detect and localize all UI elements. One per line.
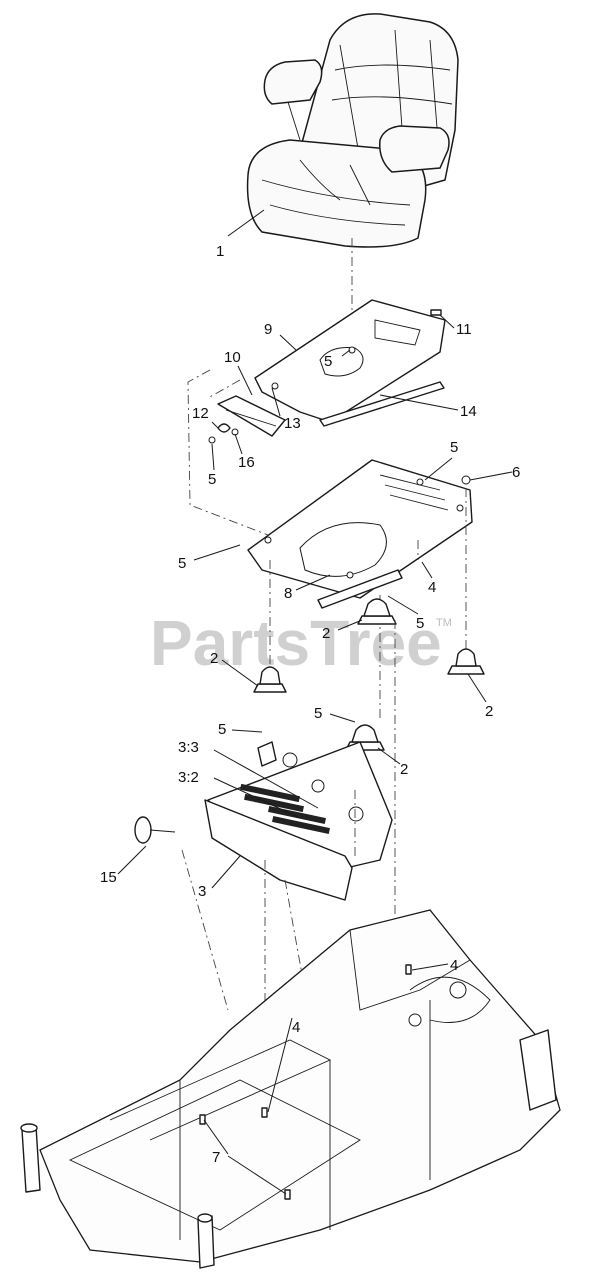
callout-6: 6 xyxy=(512,464,520,481)
seat-part[interactable] xyxy=(246,13,459,248)
callout-3: 3 xyxy=(198,883,206,900)
callout-5d: 5 xyxy=(178,555,186,572)
isolator-left-part[interactable] xyxy=(253,666,287,693)
callout-4c: 4 xyxy=(292,1019,300,1036)
plate-rail-part[interactable] xyxy=(317,569,403,609)
bolt-13-part[interactable] xyxy=(271,382,279,390)
spacer-bar-part[interactable] xyxy=(217,395,286,437)
nut-5b-part[interactable] xyxy=(208,436,216,444)
callout-7: 7 xyxy=(212,1149,220,1166)
callout-10: 10 xyxy=(224,349,241,366)
callout-3-2: 3:2 xyxy=(178,769,199,786)
callout-3-3: 3:3 xyxy=(178,739,199,756)
callout-2d: 2 xyxy=(400,761,408,778)
screw-11-part[interactable] xyxy=(430,309,442,316)
callout-5a: 5 xyxy=(324,353,332,370)
callout-14: 14 xyxy=(460,403,477,420)
callout-1: 1 xyxy=(216,243,224,260)
watermark: PartsTree xyxy=(150,607,442,679)
bolt-4c-part[interactable] xyxy=(261,1107,268,1118)
callout-13: 13 xyxy=(284,415,301,432)
isolator-center-part[interactable] xyxy=(357,598,397,625)
spring-12-part[interactable] xyxy=(217,423,231,433)
callout-4a: 4 xyxy=(428,579,436,596)
seat-rail-plate-part[interactable] xyxy=(254,299,446,423)
chassis-frame-part[interactable] xyxy=(20,909,561,1269)
bolt-7a-part[interactable] xyxy=(199,1114,206,1125)
isolator-right-part[interactable] xyxy=(447,648,485,675)
callout-8: 8 xyxy=(284,585,292,602)
callout-5b: 5 xyxy=(208,471,216,488)
callout-5c: 5 xyxy=(450,439,458,456)
callout-5g: 5 xyxy=(314,705,322,722)
callout-labels: 1 9 5 11 10 13 14 12 16 5 5 6 5 8 4 2 5 … xyxy=(100,243,520,1166)
bolt-4b-part[interactable] xyxy=(405,964,412,975)
callout-2c: 2 xyxy=(485,703,493,720)
decal-3-2-part[interactable] xyxy=(268,806,330,834)
callout-9: 9 xyxy=(264,321,272,338)
seat-adjust-rod-part[interactable] xyxy=(319,381,445,427)
callout-16: 16 xyxy=(238,454,255,471)
seat-mount-plate-part[interactable] xyxy=(247,459,473,599)
callout-4b: 4 xyxy=(450,957,458,974)
cover-part[interactable] xyxy=(204,799,353,901)
knob-part[interactable] xyxy=(134,816,176,844)
callout-2a: 2 xyxy=(210,650,218,667)
callout-15: 15 xyxy=(100,869,117,886)
watermark-trademark: TM xyxy=(436,617,452,629)
callout-12: 12 xyxy=(192,405,209,422)
callout-11: 11 xyxy=(456,321,472,338)
leader-lines xyxy=(117,209,513,1195)
callout-2b: 2 xyxy=(322,625,330,642)
callout-5e: 5 xyxy=(416,615,424,632)
nut-6-part[interactable] xyxy=(461,475,471,485)
callout-5f: 5 xyxy=(218,721,226,738)
bolt-7b-part[interactable] xyxy=(284,1189,291,1200)
